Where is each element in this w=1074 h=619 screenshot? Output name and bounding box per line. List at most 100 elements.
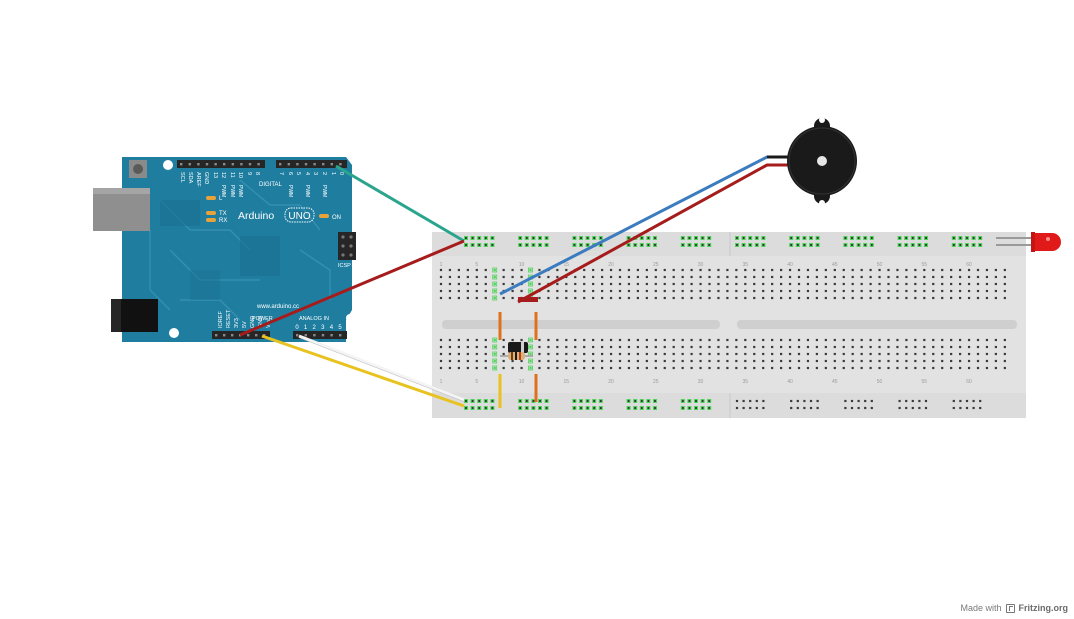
digital-pin-label: 4 — [304, 172, 310, 175]
column-number: 1 — [440, 262, 443, 268]
analog-pin-label: 4 — [330, 325, 334, 331]
center-channel-right — [737, 320, 1017, 329]
power-label: POWER — [252, 316, 273, 322]
footer-brand: Fritzing.org — [1018, 603, 1069, 613]
power-pin-label: 3V3 — [234, 318, 240, 328]
digital-pin-label: AREF — [195, 172, 201, 187]
mount-hole — [169, 328, 179, 338]
digital-header-left — [177, 160, 265, 168]
column-number: 60 — [966, 379, 972, 385]
pwm-label: PWM — [229, 185, 235, 197]
digital-pin-label: SCL — [179, 172, 185, 183]
digital-pin-label: 13 — [212, 172, 218, 178]
digital-pin-label: 5 — [295, 172, 301, 175]
column-number: 50 — [877, 262, 883, 268]
wire-teal — [335, 164, 465, 243]
tx-label: TX — [219, 211, 227, 217]
footer-prefix: Made with — [960, 603, 1002, 613]
digital-pin-label: 3 — [312, 172, 318, 175]
digital-pin-label: SDA — [187, 172, 193, 184]
column-number: 35 — [743, 262, 749, 268]
on-led — [319, 214, 329, 218]
analog-pin-label: 3 — [321, 325, 325, 331]
digital-pin-label: GND — [203, 172, 209, 184]
icsp-header — [338, 232, 356, 260]
column-number: 40 — [787, 379, 793, 385]
digital-pin-label: 6 — [287, 172, 293, 175]
column-number: 15 — [564, 379, 570, 385]
digital-pin-label: 9 — [246, 172, 252, 175]
digital-label: DIGITAL — [259, 182, 283, 188]
breadboard-holes — [439, 236, 1006, 410]
led-body — [1032, 233, 1061, 251]
column-number: 35 — [743, 379, 749, 385]
website-label: www.arduino.cc — [256, 304, 299, 310]
usb-connector — [93, 188, 150, 231]
column-number: 20 — [608, 379, 614, 385]
tx-led — [206, 211, 216, 215]
on-label: ON — [332, 215, 341, 221]
digital-pin-label: 2 — [321, 172, 327, 175]
pwm-label: PWM — [304, 185, 310, 197]
pwm-label: PWM — [287, 185, 293, 197]
diode — [508, 342, 528, 353]
model-label: UNO — [288, 211, 310, 222]
column-number: 55 — [922, 379, 928, 385]
bottom-power-rail — [432, 393, 1026, 418]
digital-pin-label: 8 — [254, 172, 260, 175]
column-number: 50 — [877, 379, 883, 385]
wire-yellow — [261, 334, 465, 408]
breadboard: 1155101015152020252530303535404045455050… — [432, 232, 1026, 418]
column-number: 45 — [832, 262, 838, 268]
digital-pin-label: 7 — [278, 172, 284, 175]
analog-pin-label: 2 — [313, 325, 317, 331]
power-pin-label: IOREF — [218, 311, 224, 328]
column-number: 10 — [519, 379, 525, 385]
column-number: 30 — [698, 379, 704, 385]
column-number: 45 — [832, 379, 838, 385]
l-led — [206, 196, 216, 200]
icsp-label: ICSP — [338, 263, 351, 269]
l-label: L — [219, 196, 223, 202]
capacitor — [518, 297, 538, 302]
column-number: 25 — [653, 262, 659, 268]
rx-label: RX — [219, 218, 227, 224]
rx-led — [206, 218, 216, 222]
mount-hole — [163, 160, 173, 170]
column-number: 55 — [922, 262, 928, 268]
pwm-label: PWM — [237, 185, 243, 197]
digital-pin-label: 1 — [330, 172, 336, 175]
digital-pin-label: 11 — [229, 172, 235, 178]
column-number: 15 — [564, 262, 570, 268]
fritzing-logo-icon — [1005, 603, 1015, 613]
wire-white — [298, 334, 465, 402]
digital-header-right — [276, 160, 347, 168]
column-number: 20 — [608, 262, 614, 268]
mount-hole — [346, 314, 354, 322]
column-number: 30 — [698, 262, 704, 268]
analog-pin-label: 5 — [338, 325, 342, 331]
column-number: 5 — [475, 379, 478, 385]
column-number: 5 — [475, 262, 478, 268]
pwm-label: PWM — [220, 185, 226, 197]
power-pin-label: 5V — [242, 321, 248, 328]
power-pin-label: GND — [250, 316, 256, 328]
footer-credit: Made with Fritzing.org — [960, 603, 1068, 613]
breadboard-column-numbers: 1155101015152020252530303535404045455050… — [440, 262, 972, 385]
brand-label: Arduino — [238, 210, 274, 222]
column-number: 10 — [519, 262, 525, 268]
column-number: 1 — [440, 379, 443, 385]
column-number: 40 — [787, 262, 793, 268]
column-number: 60 — [966, 262, 972, 268]
analog-pin-label: 0 — [295, 325, 299, 331]
digital-pin-label: 12 — [220, 172, 226, 178]
digital-pin-label: 10 — [237, 172, 243, 178]
piezo-buzzer — [787, 117, 857, 206]
analog-header — [293, 331, 347, 339]
power-pin-label: GND — [258, 316, 264, 328]
buzzer-hole — [817, 156, 827, 166]
